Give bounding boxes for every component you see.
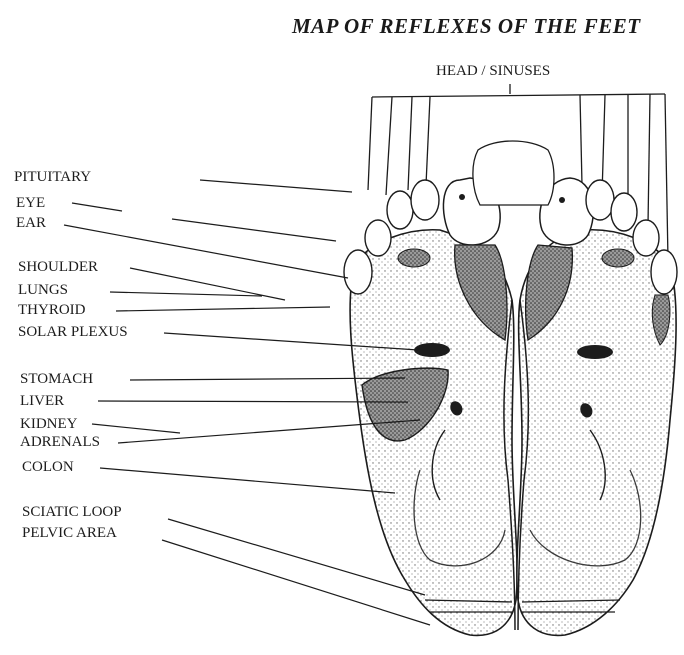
leader-eye-2 [172, 219, 336, 241]
leader-thyroid [116, 307, 330, 311]
leader-colon [100, 468, 395, 493]
leader-shoulder [130, 268, 285, 300]
leader-ear [64, 225, 348, 278]
leader-kidney [92, 424, 180, 433]
leader-pelvic-area [162, 540, 430, 625]
leader-eye [72, 203, 122, 211]
leader-pituitary [200, 180, 352, 192]
left-foot [344, 178, 517, 635]
leader-lungs [110, 292, 262, 296]
right-foot [517, 178, 677, 635]
